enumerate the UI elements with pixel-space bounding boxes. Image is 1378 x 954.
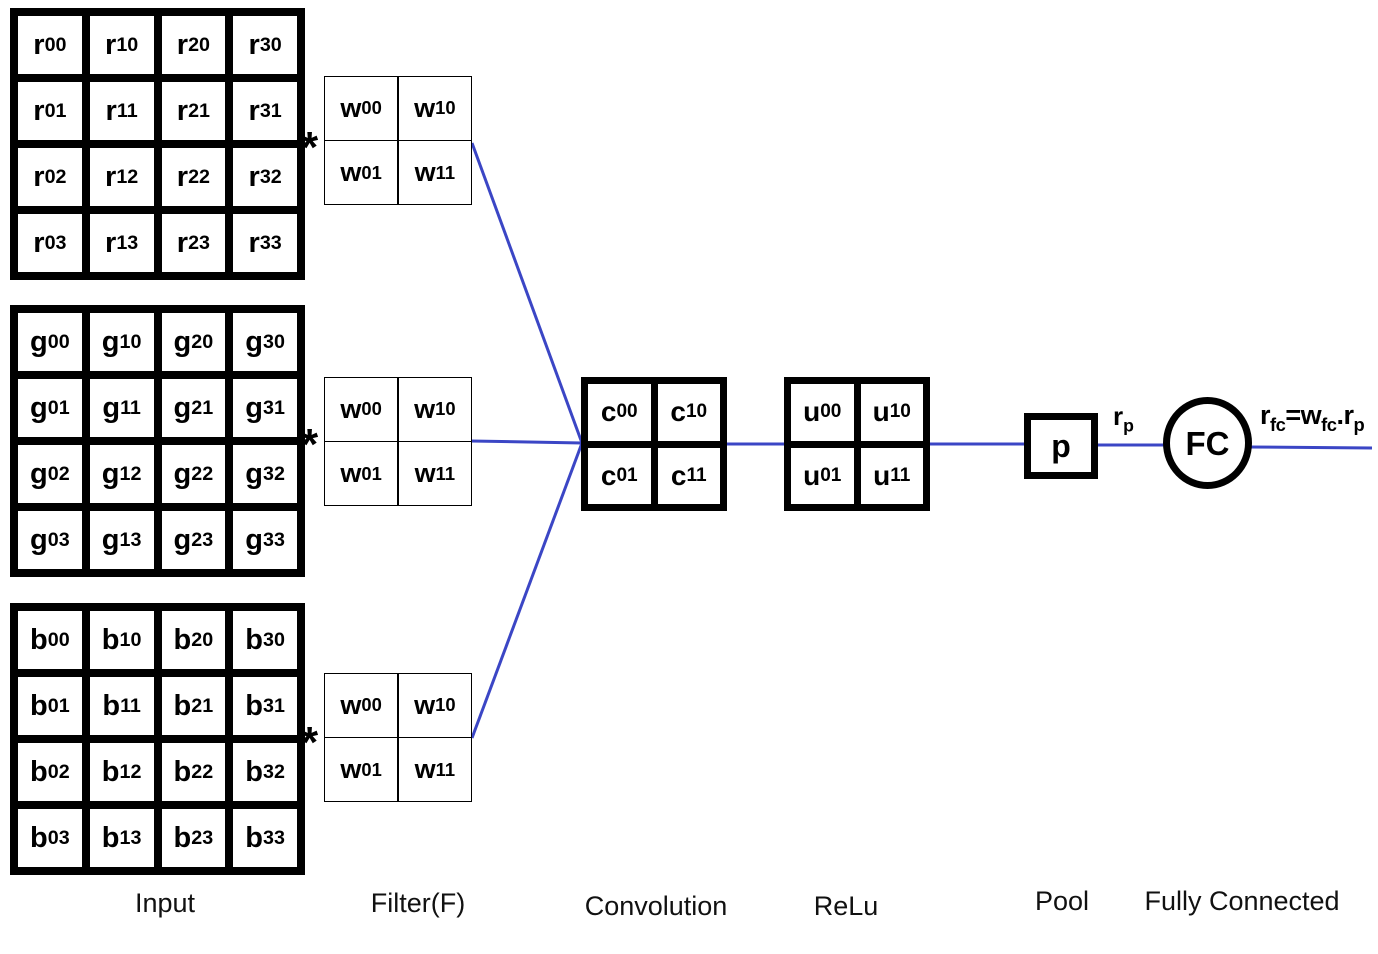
stage-label-fully-connected: Fully Connected bbox=[1144, 886, 1340, 916]
wire-filter-bottom-to-convolution bbox=[470, 442, 584, 739]
stage-label-filter: Filter(F) bbox=[370, 888, 466, 918]
wire-fc-output bbox=[1248, 445, 1373, 450]
stage-label-input: Input bbox=[134, 888, 196, 918]
convolve-operator-top: * bbox=[301, 123, 319, 172]
fc-output-formula: rfc=wfc.rp bbox=[1260, 400, 1365, 435]
convolve-operator-middle: * bbox=[301, 420, 319, 469]
pool-output-label: rp bbox=[1113, 401, 1134, 436]
stage-label-convolution: Convolution bbox=[584, 891, 728, 921]
fully-connected-node: FC bbox=[1163, 397, 1252, 489]
wire-filter-middle-to-convolution bbox=[470, 439, 583, 445]
stage-label-relu: ReLu bbox=[813, 891, 879, 921]
wire-filter-top-to-convolution bbox=[470, 142, 584, 444]
pool-box: p bbox=[1024, 413, 1098, 479]
stage-label-pool: Pool bbox=[1034, 886, 1090, 916]
convolve-operator-bottom: * bbox=[301, 718, 319, 767]
